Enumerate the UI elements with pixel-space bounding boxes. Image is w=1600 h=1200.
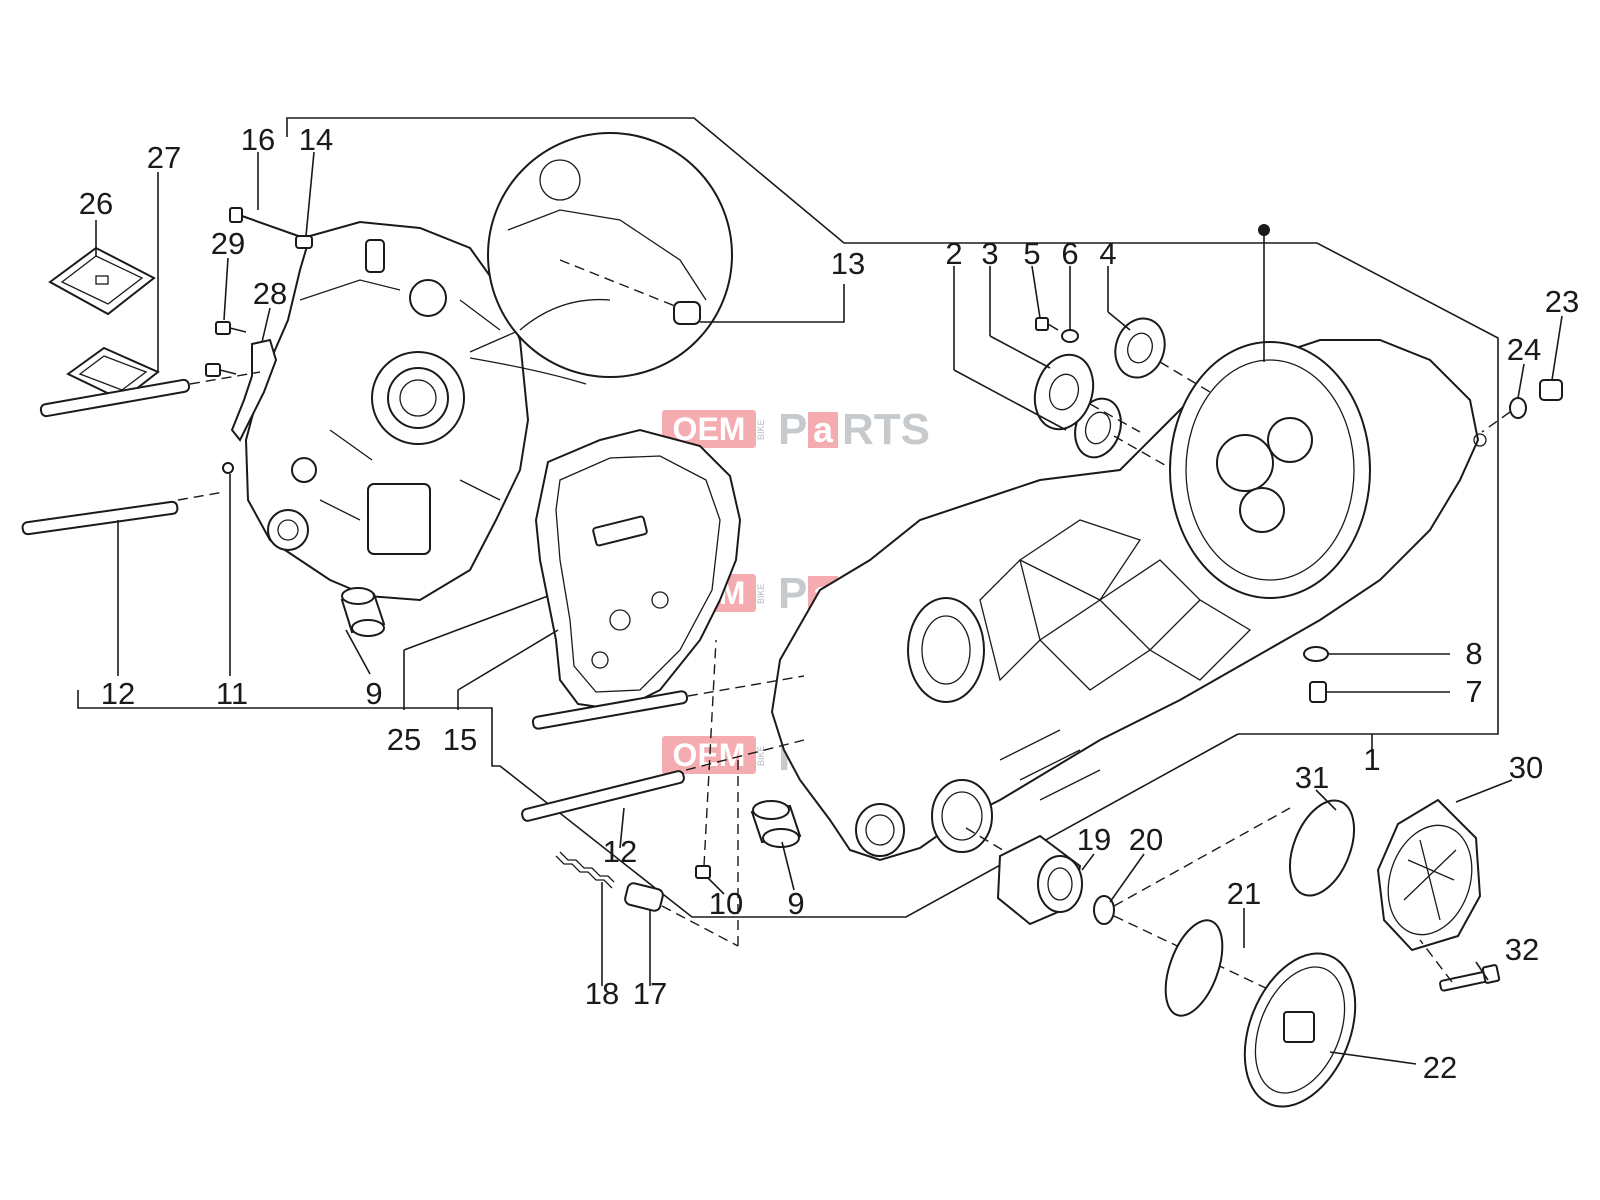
svg-text:a: a <box>813 409 834 450</box>
callout-13: 13 <box>831 246 865 281</box>
leader-lines <box>95 151 1563 1065</box>
part-32-bolt <box>1419 939 1501 992</box>
part-6-washer <box>1061 329 1079 343</box>
part-30-cover <box>1376 798 1482 952</box>
callout-12-center: 12 <box>603 834 637 869</box>
callout-18: 18 <box>585 976 619 1011</box>
callout-16: 16 <box>241 122 275 157</box>
callout-17: 17 <box>633 976 667 1011</box>
callout-2: 2 <box>945 236 962 271</box>
part-5-screw <box>1035 317 1059 331</box>
part-17-sleeve <box>624 760 739 947</box>
crankcase-gasket <box>534 428 742 712</box>
callout-1: 1 <box>1363 742 1380 777</box>
callout-4: 4 <box>1099 236 1116 271</box>
detail-magnifier <box>469 132 733 385</box>
part-26-reed-plate <box>48 246 156 316</box>
callout-9-left: 9 <box>365 676 382 711</box>
callout-27: 27 <box>147 140 181 175</box>
callout-10: 10 <box>709 886 743 921</box>
part-9-bushing-right <box>750 800 802 848</box>
part-10-bolt <box>695 639 717 879</box>
callout-20: 20 <box>1129 822 1163 857</box>
callout-3: 3 <box>981 236 998 271</box>
part-4-bearing <box>1089 317 1211 469</box>
callout-8: 8 <box>1465 636 1482 671</box>
callout-14: 14 <box>299 122 333 157</box>
svg-text:BIKE: BIKE <box>756 419 766 440</box>
part-24-washer <box>1481 397 1527 433</box>
callout-11: 11 <box>216 676 248 711</box>
left-crankcase-half <box>244 220 530 602</box>
part-11-pin <box>222 462 234 474</box>
svg-text:BIKE: BIKE <box>756 583 766 604</box>
svg-text:P: P <box>778 569 807 618</box>
svg-text:P: P <box>778 405 807 454</box>
part-7-bolt <box>1309 681 1327 703</box>
callout-labels: 1 2 3 4 5 6 7 8 9 9 10 11 12 12 13 14 15… <box>79 122 1579 1085</box>
callout-9-right: 9 <box>787 886 804 921</box>
callout-25: 25 <box>387 722 421 757</box>
callout-21: 21 <box>1227 876 1261 911</box>
part-18-spring <box>555 851 615 889</box>
part-12-studs-left <box>21 371 261 536</box>
part-28-bracket <box>230 338 278 442</box>
svg-text:RTS: RTS <box>842 405 930 454</box>
callout-28: 28 <box>253 276 287 311</box>
callout-5: 5 <box>1023 236 1040 271</box>
right-crankcase-half <box>770 339 1487 862</box>
callout-26: 26 <box>79 186 113 221</box>
callout-30: 30 <box>1509 750 1543 785</box>
part-3-bearing <box>1033 353 1095 431</box>
watermark-1: OEM BIKE P a RTS <box>662 405 930 454</box>
callout-29: 29 <box>211 226 245 261</box>
part-21-o-ring <box>1164 919 1224 1017</box>
part-23-plug <box>1539 379 1563 401</box>
part-29-screws <box>205 321 247 377</box>
callout-32: 32 <box>1505 932 1539 967</box>
part-31-o-ring <box>1288 799 1356 897</box>
part-9-bushing-left <box>340 587 386 637</box>
svg-text:BIKE: BIKE <box>756 745 766 766</box>
part-8-washer <box>1303 646 1329 662</box>
callout-24: 24 <box>1507 332 1541 367</box>
callout-22: 22 <box>1423 1050 1457 1085</box>
callout-23: 23 <box>1545 284 1579 319</box>
callout-19: 19 <box>1077 822 1111 857</box>
part-16-bolt <box>229 207 313 249</box>
part-22-filter-cap <box>1243 952 1357 1108</box>
part-12-studs-center <box>521 675 805 822</box>
callout-7: 7 <box>1465 674 1482 709</box>
part-19-bush <box>965 827 1083 926</box>
callout-31: 31 <box>1295 760 1329 795</box>
callout-12-left: 12 <box>101 676 135 711</box>
assembly-bracket-lines <box>77 117 1499 918</box>
callout-15: 15 <box>443 722 477 757</box>
callout-6: 6 <box>1061 236 1078 271</box>
